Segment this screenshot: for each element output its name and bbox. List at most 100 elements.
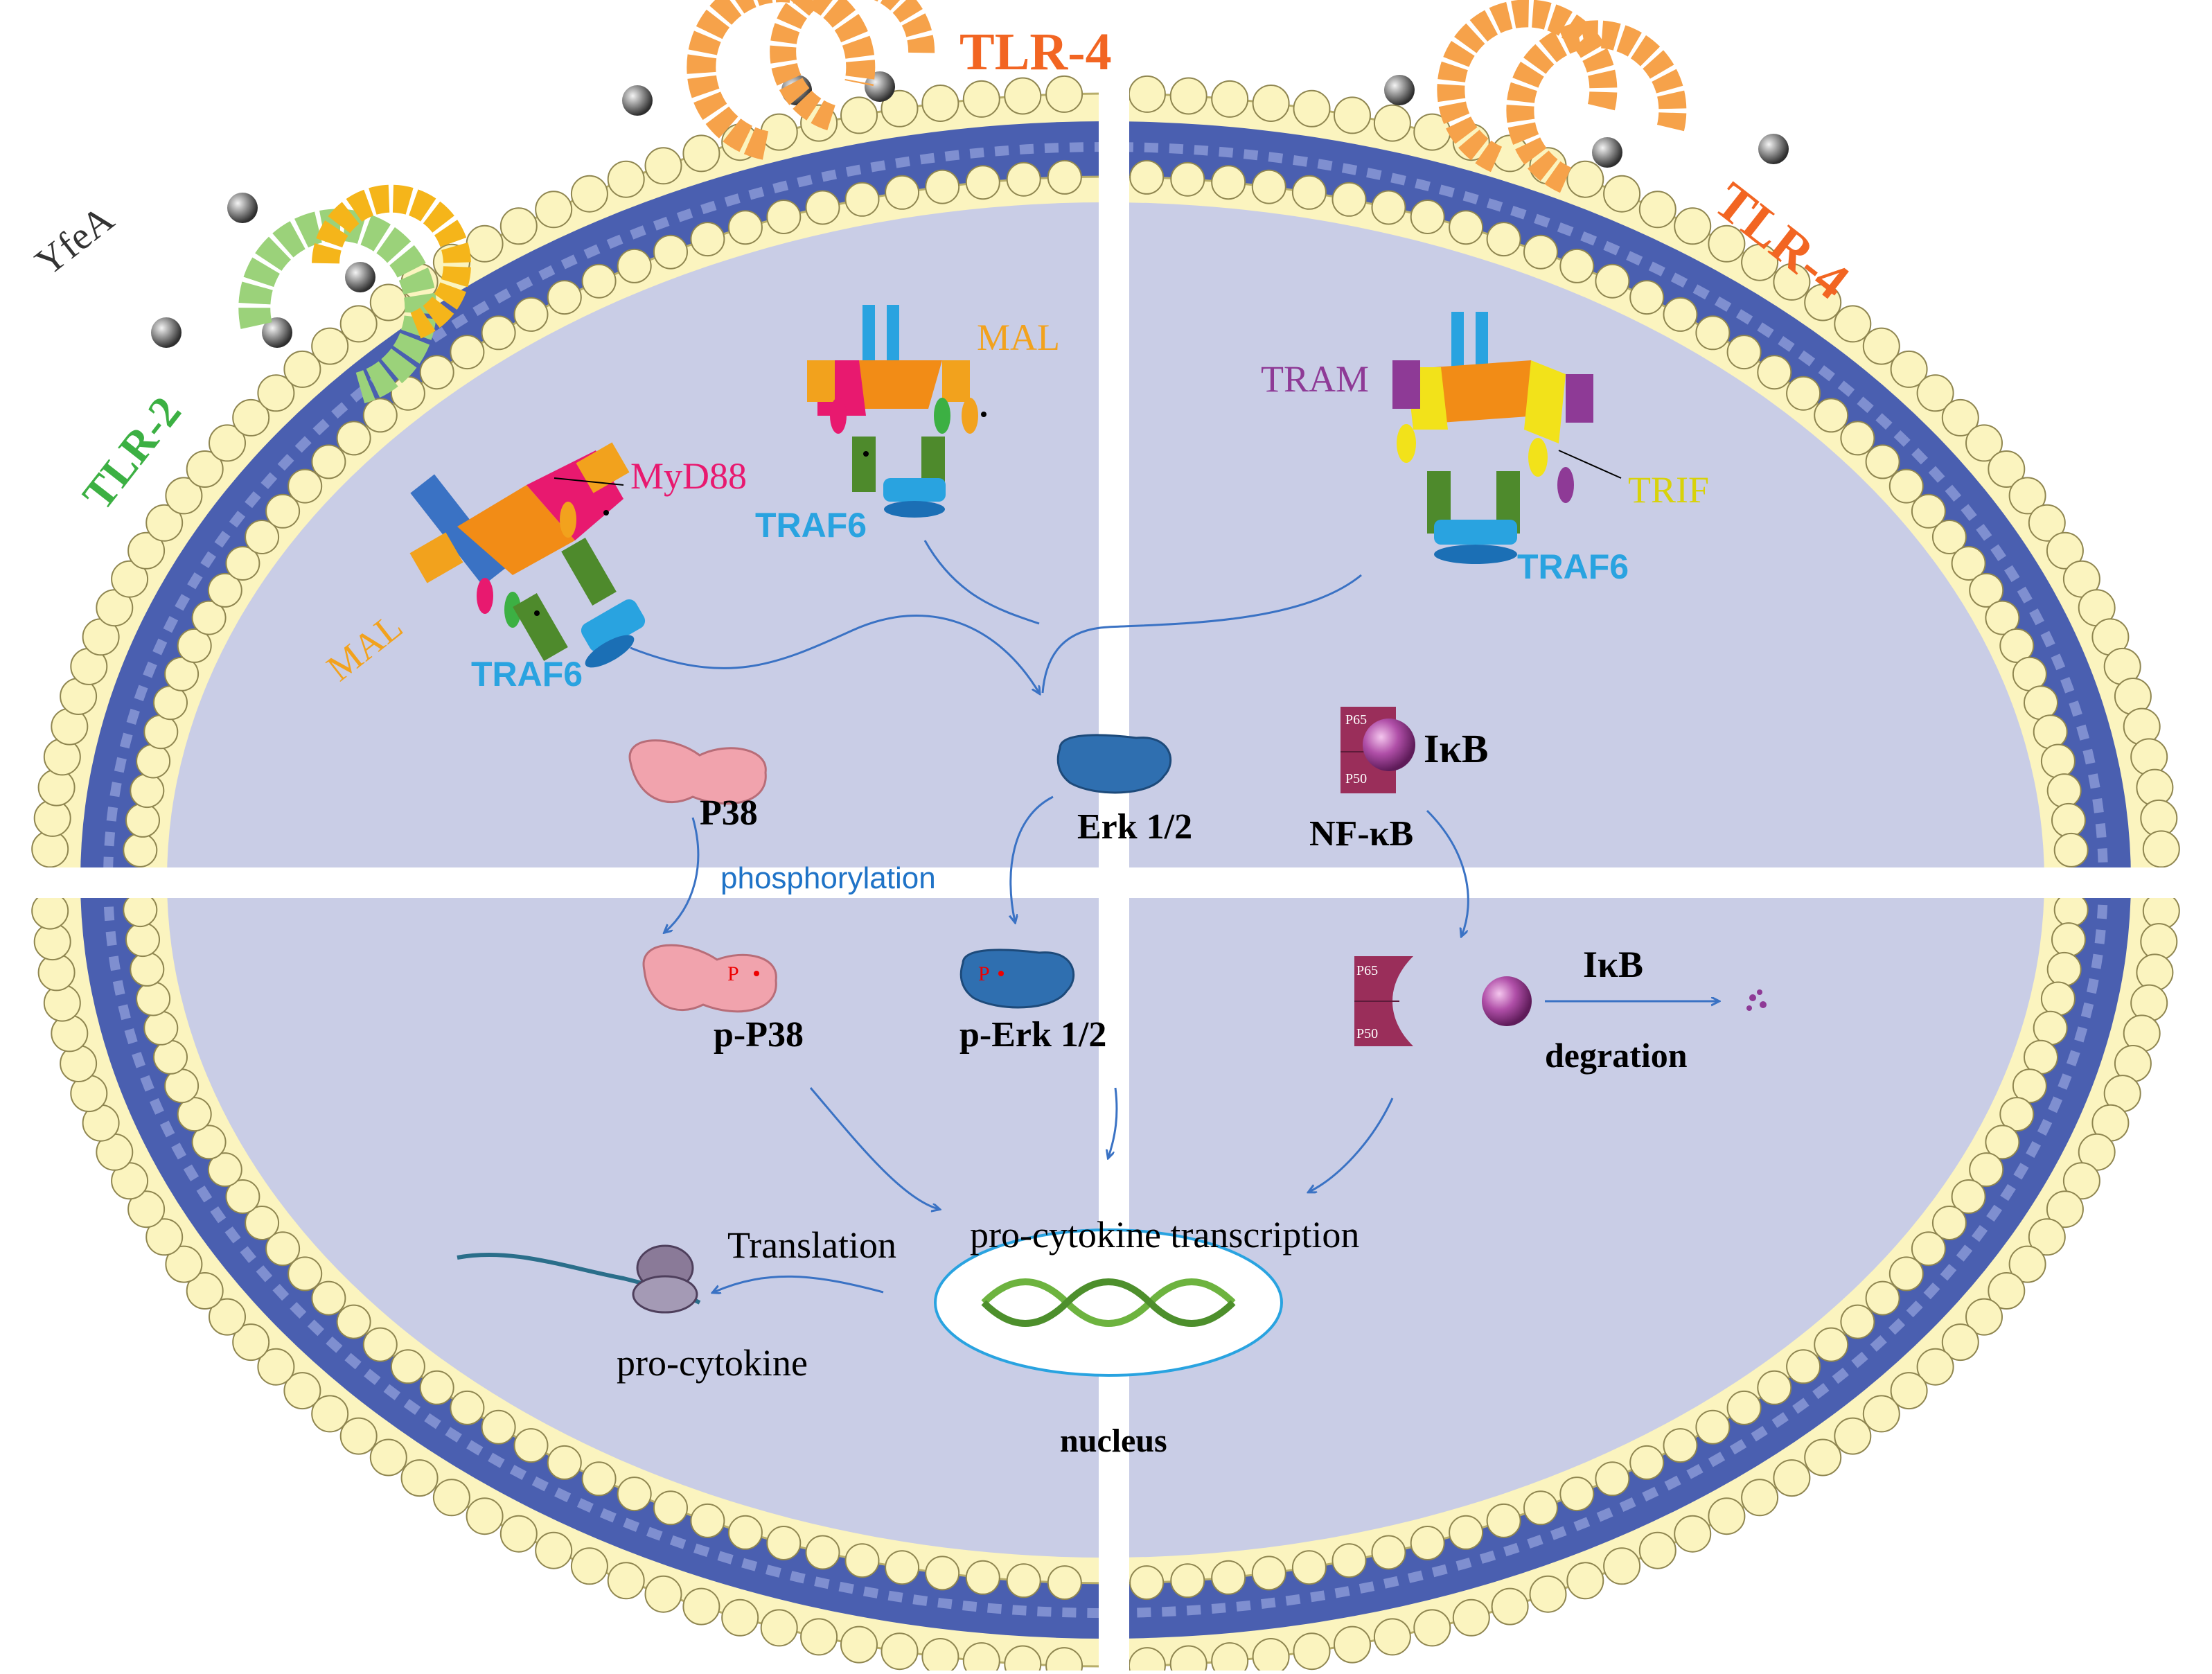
- lipid-head: [287, 1256, 323, 1292]
- p-p38-protein: [642, 944, 777, 1013]
- lipid-head: [145, 1218, 184, 1256]
- yfea-ball: [151, 317, 182, 348]
- lipid-head: [232, 398, 270, 437]
- yfea-ligands: [151, 71, 1789, 348]
- lipid-head: [925, 169, 960, 204]
- lipid-head: [1291, 175, 1327, 210]
- lipid-head: [840, 96, 878, 134]
- lipid-head: [1862, 327, 1900, 365]
- lipid-head: [1911, 493, 1946, 529]
- lipid-head: [1486, 222, 1521, 257]
- p50-top-label: P50: [1345, 771, 1367, 786]
- lipid-head: [466, 1497, 504, 1535]
- lipid-head: [2008, 1245, 2046, 1283]
- arrow-nfkb-to-nucleus: [1309, 1098, 1394, 1192]
- traf6-center-label: TRAF6: [755, 506, 867, 545]
- lipid-head: [2136, 953, 2174, 992]
- lipid-head: [965, 1560, 1000, 1595]
- nucleus: [934, 1228, 1283, 1377]
- lipid-head: [1334, 96, 1371, 134]
- lipid-head: [1865, 444, 1900, 479]
- lipid-head: [136, 743, 171, 779]
- lipid-head: [547, 1445, 582, 1480]
- lipid-head: [1291, 1550, 1327, 1585]
- lipid-head: [127, 531, 166, 570]
- dna-helix-icon: [981, 1278, 1236, 1327]
- tlr4-top-label: TLR-4: [959, 23, 1112, 81]
- ikb-fragments: [1746, 989, 1767, 1011]
- lipid-head: [2040, 981, 2076, 1016]
- lipid-head: [2046, 531, 2084, 570]
- lipid-head: [1252, 1638, 1290, 1674]
- yfea-ball: [345, 262, 375, 292]
- lipid-head: [1638, 191, 1676, 229]
- lipid-head: [1566, 1562, 1604, 1600]
- lipid-head: [2046, 951, 2082, 987]
- lipid-head: [390, 1349, 425, 1384]
- lipid-head: [2051, 802, 2086, 838]
- tlr2-receptor: [238, 184, 471, 404]
- erk-protein: [1056, 734, 1171, 794]
- lipid-head: [682, 134, 720, 173]
- lipid-head: [1603, 175, 1641, 213]
- lipid-head: [125, 802, 160, 838]
- lipid-head: [207, 572, 242, 608]
- lipid-head: [581, 263, 617, 299]
- lipid-head: [1566, 160, 1604, 198]
- lipid-head: [232, 1323, 270, 1362]
- yfea-ball: [1758, 134, 1789, 164]
- tram-trif-complex-right: [1392, 312, 1593, 564]
- ribosome-mrna-icon: [457, 1244, 701, 1314]
- lipid-head: [1741, 1479, 1779, 1517]
- p38-protein: [628, 739, 767, 805]
- lipid-head: [653, 234, 688, 270]
- lipid-head: [1931, 1206, 1967, 1240]
- separator-horizontal: [0, 867, 2212, 898]
- lipid-head: [1410, 200, 1445, 234]
- lipid-head: [1757, 1370, 1792, 1405]
- p-erk-protein: [959, 949, 1074, 1009]
- lipid-head: [1452, 1598, 1490, 1637]
- lipid-head: [419, 1370, 454, 1405]
- lipid-head: [165, 477, 203, 515]
- lipid-head: [1559, 248, 1595, 283]
- lipid-head: [245, 520, 280, 554]
- nfkb-free: [1354, 956, 1413, 1046]
- lipid-head: [311, 327, 349, 365]
- nfkb-label: NF-κB: [1309, 814, 1413, 854]
- arrow-traf6-right-to-erk: [1041, 574, 1362, 694]
- lipid-head: [1491, 1587, 1529, 1625]
- lipid-head: [209, 424, 246, 462]
- lipid-head: [125, 922, 160, 958]
- lipid-head: [336, 421, 371, 456]
- lipid-head: [311, 1395, 349, 1433]
- lipid-head: [311, 1280, 346, 1316]
- lipid-head: [690, 1503, 725, 1538]
- lipid-head: [1251, 169, 1286, 204]
- lipid-head: [177, 628, 212, 663]
- lipid-head: [513, 1428, 549, 1463]
- lipid-head: [1371, 190, 1406, 225]
- lipid-head: [1999, 1097, 2035, 1132]
- lipid-head: [283, 1372, 321, 1410]
- yfea-ball: [262, 317, 292, 348]
- lipid-head: [499, 207, 538, 245]
- nucleus-envelope: [934, 1228, 1283, 1377]
- myd88-pointer: [554, 477, 624, 486]
- lipid-head: [209, 1298, 246, 1336]
- myd88-complex-left: [409, 442, 646, 668]
- lipid-head: [1004, 1645, 1042, 1674]
- lipid-head: [1559, 1477, 1595, 1512]
- lipid-head: [1629, 280, 1665, 315]
- procytokine-label: pro-cytokine: [617, 1342, 808, 1384]
- lipid-head: [225, 546, 260, 581]
- lipid-head: [1985, 600, 2020, 635]
- trif-label: TRIF: [1628, 469, 1709, 511]
- lipid-head: [111, 560, 149, 598]
- lipid-head: [1371, 1535, 1406, 1570]
- lipid-head: [2024, 685, 2058, 721]
- lipid-head: [1373, 1618, 1411, 1656]
- lipid-head: [143, 714, 179, 750]
- lipid-head: [607, 1562, 645, 1600]
